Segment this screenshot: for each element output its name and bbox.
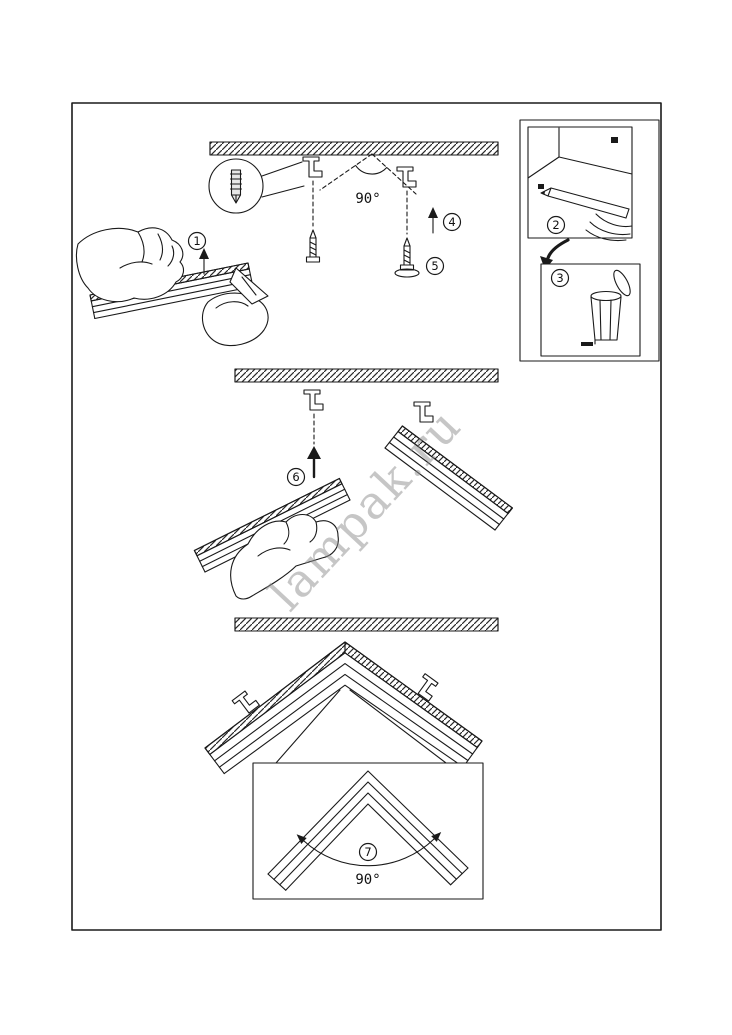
screw-left (305, 229, 321, 263)
hand-holding-profile (230, 513, 339, 600)
step-7-number: 7 (364, 845, 371, 859)
hand-with-pencil (585, 213, 633, 242)
step-2-badge: 2 (546, 215, 566, 235)
ceiling-hatch-middle (234, 368, 499, 383)
ceiling-hatch-bottom (234, 617, 499, 632)
corner-hatch-band-left (204, 641, 346, 755)
angle-guide: 90° (319, 153, 417, 207)
magnifier-leader-line (261, 185, 305, 198)
corner-assembly (204, 641, 483, 775)
step-1-badge: 1 (187, 231, 207, 251)
angle-label-top: 90° (355, 191, 380, 207)
push-arrow-step6 (307, 446, 321, 479)
magnifier-leader-line (261, 161, 303, 177)
bin-body (590, 296, 622, 341)
ceiling-hatch-middle-border (234, 368, 499, 383)
step-5-badge: 5 (425, 256, 445, 276)
angle-arc (355, 164, 388, 175)
profile-left (193, 477, 351, 573)
ceiling-hatch-top-border (209, 141, 499, 156)
disposal-box: 3 (540, 263, 641, 357)
ceiling-hatch-top (209, 141, 499, 156)
step-7-badge: 7 (358, 842, 378, 862)
step-2-number: 2 (552, 218, 559, 232)
bin-pedal (581, 342, 593, 346)
page-border (71, 102, 662, 931)
step-6-badge: 6 (286, 467, 306, 487)
section-attach-profile: 6 (193, 368, 513, 600)
detail-leader-lines (275, 689, 447, 764)
step-4-number: 4 (448, 215, 455, 229)
angle-dashed-ray-left (319, 153, 373, 191)
step-1-number: 1 (193, 234, 200, 248)
inset-panel: 2 3 (519, 119, 660, 362)
wall-mark-left (538, 184, 544, 189)
pencil-illustration (540, 187, 630, 219)
wall-mark-right (611, 137, 618, 143)
corner-hatch-band-right (344, 641, 483, 749)
direction-arrow-step1 (199, 248, 209, 275)
marking-box: 2 (527, 126, 633, 242)
wall-anchor-magnifier (208, 158, 305, 214)
profile-right (384, 425, 513, 531)
mounting-clip-middle-left (303, 389, 324, 411)
step-6-number: 6 (292, 470, 299, 484)
bin-lid-open (613, 269, 631, 297)
screw-right (399, 237, 415, 271)
bin-rim (590, 290, 622, 302)
angle-dashed-ray-right (371, 153, 417, 195)
ceiling-hole-ellipse (394, 268, 420, 278)
ceiling-hatch-bottom-border (234, 617, 499, 632)
curved-arrow (540, 238, 570, 270)
corner-detail-border (252, 762, 484, 900)
corner-detail-box: 7 90° (252, 762, 484, 900)
hand-left (75, 227, 185, 303)
wall-anchor-illustration (229, 169, 243, 204)
end-cap-tool (229, 267, 269, 305)
step-3-badge: 3 (550, 268, 570, 288)
wall-corner-lines (527, 127, 633, 179)
section-mount-brackets: 90° 4 5 (208, 141, 499, 278)
angle-label-corner: 90° (355, 872, 380, 888)
marking-box-border (527, 126, 633, 239)
mounting-clip-right (396, 166, 417, 188)
section-corner-assembly: 7 90° (204, 617, 499, 900)
hand-right (201, 292, 269, 347)
step-5-number: 5 (431, 259, 438, 273)
direction-arrow-step4 (428, 207, 438, 234)
step-4-badge: 4 (442, 212, 462, 232)
step-3-number: 3 (556, 271, 563, 285)
corner-angle-arc (296, 832, 442, 867)
trash-bin (581, 269, 631, 346)
step1-illustration: 1 (75, 227, 269, 347)
mounting-clip-left (302, 156, 323, 178)
